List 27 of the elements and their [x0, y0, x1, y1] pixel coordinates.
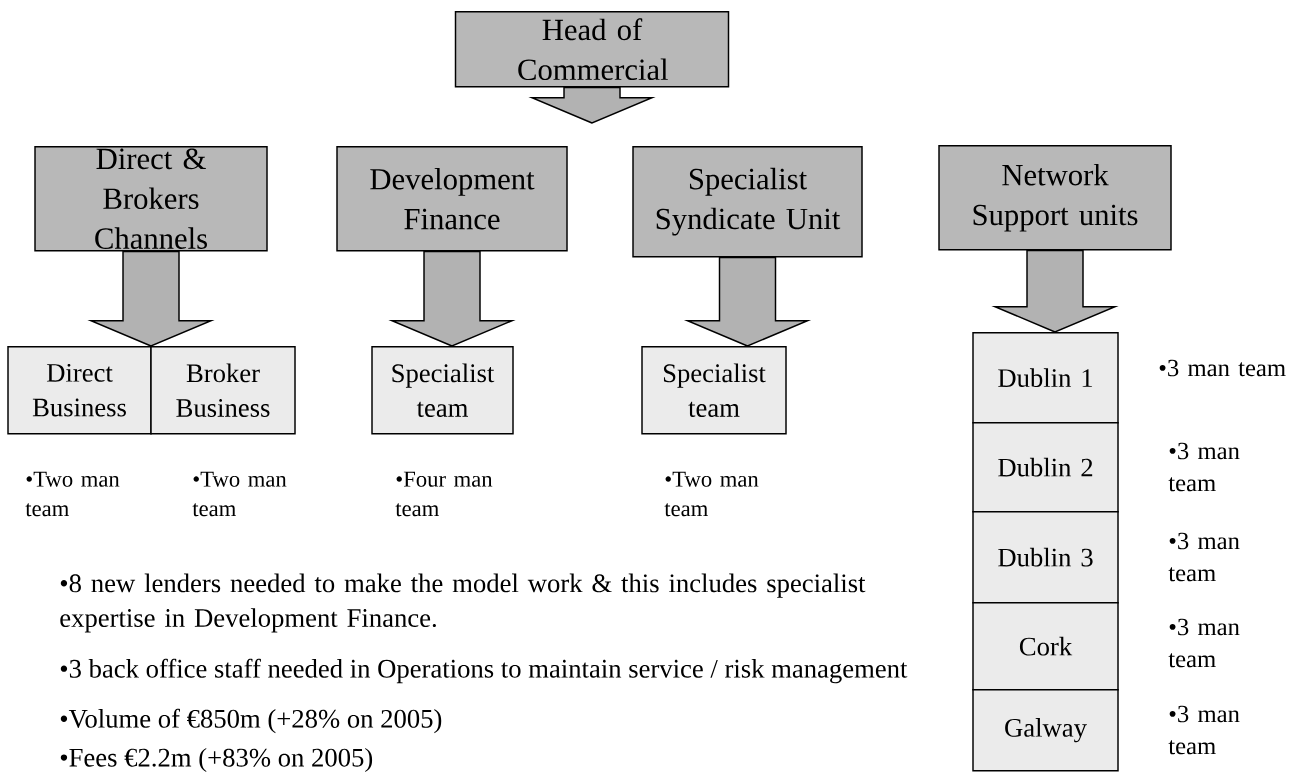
team-size-note: •Four man team	[395, 471, 493, 517]
bullet-note: •8 new lenders needed to make the model work & this includes specialist expertise in Development Finance.	[60, 573, 866, 633]
office-box: Dublin 1	[972, 332, 1119, 424]
office-box: Galway	[972, 689, 1119, 772]
team-size-note: •3 man team	[1168, 618, 1240, 668]
team-box: Direct Business	[7, 346, 152, 435]
team-size-note: •Two man team	[664, 471, 759, 517]
team-size-note: •3 man team	[1168, 532, 1240, 582]
callout-box: Specialist Syndicate Unit	[632, 146, 863, 258]
bullet-note: •3 back office staff needed in Operations to maintain service / risk management	[60, 658, 908, 684]
callout-box: Direct & Brokers Channels	[34, 146, 268, 252]
callout-box: Network Support units	[938, 145, 1172, 251]
callout-box: Head of Commercial	[454, 11, 730, 88]
office-box: Dublin 3	[972, 511, 1119, 604]
callout-box: Development Finance	[336, 146, 568, 252]
team-size-note: •Two man team	[192, 471, 287, 517]
team-size-note: •3 man team	[1168, 442, 1240, 492]
team-box: Specialist team	[371, 346, 514, 435]
team-box: Specialist team	[641, 346, 787, 435]
bullet-note: •Volume of €850m (+28% on 2005)	[60, 708, 442, 734]
team-box: Broker Business	[150, 346, 296, 435]
office-box: Dublin 2	[972, 422, 1119, 513]
office-box: Cork	[972, 602, 1119, 691]
team-size-note: •3 man team	[1168, 705, 1240, 755]
team-size-note: •3 man team	[1159, 359, 1286, 377]
bullet-note: •Fees €2.2m (+83% on 2005)	[60, 747, 373, 773]
team-size-note: •Two man team	[25, 471, 120, 517]
